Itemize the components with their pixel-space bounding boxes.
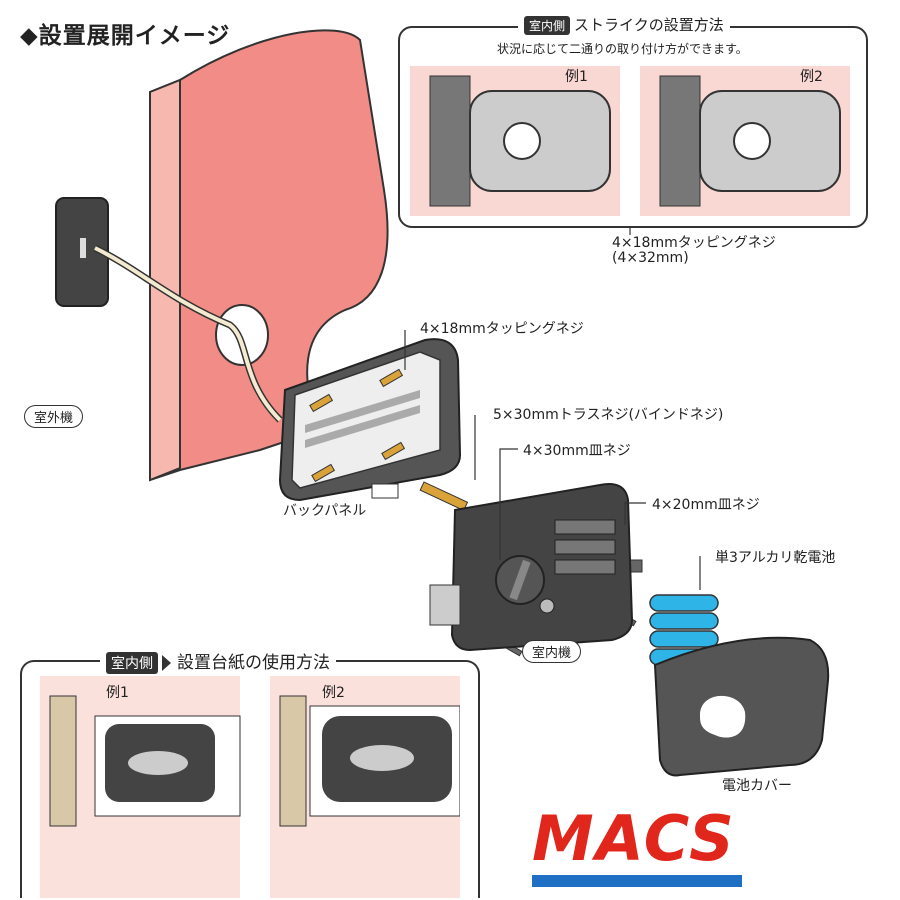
strike-panel-header: 室内側ストライクの設置方法 — [518, 14, 730, 35]
indoor-unit-label: 室内機 — [522, 640, 582, 663]
strike-example-1-label: 例1 — [565, 69, 588, 85]
outdoor-unit-illustration — [55, 197, 283, 423]
back-panel-label: バックパネル — [283, 503, 367, 519]
outdoor-unit-label: 室外機 — [24, 405, 84, 428]
flat-screw-20-label: 4×20mm皿ネジ — [652, 497, 760, 513]
battery-label: 単3アルカリ乾電池 — [715, 550, 836, 566]
truss-screw-label: 5×30mmトラスネジ(バインドネジ) — [493, 407, 724, 423]
strike-panel-heading: ストライクの設置方法 — [574, 16, 724, 34]
strike-panel: 例1 例2 — [398, 26, 868, 228]
battery-cover-label: 電池カバー — [722, 778, 792, 794]
flat-screw-30-label: 4×30mm皿ネジ — [523, 443, 631, 459]
strike-panel-tag: 室内側 — [524, 16, 571, 35]
template-panel-header: 室内側設置台紙の使用方法 — [100, 648, 336, 674]
template-example-1-label: 例1 — [106, 685, 129, 701]
back-panel-screw-label: 4×18mmタッピングネジ — [420, 321, 584, 337]
page-title: ◆設置展開イメージ — [20, 23, 231, 49]
template-panel: 例1 例2 — [20, 660, 480, 898]
indoor-unit-illustration — [429, 483, 634, 652]
strike-panel-subtitle: 状況に応じて二通りの取り付け方ができます。 — [497, 42, 748, 56]
template-panel-tag: 室内側 — [106, 652, 158, 674]
back-panel-illustration — [278, 338, 462, 502]
arrow-icon — [162, 655, 171, 671]
strike-screw-label: 4×18mmタッピングネジ — [612, 235, 776, 251]
strike-example-drawing — [410, 66, 850, 216]
strike-screw-alt-label: (4×32mm) — [612, 250, 689, 266]
macs-logo: MACS — [532, 802, 736, 875]
battery-cover-illustration — [653, 636, 830, 777]
template-example-drawing — [40, 676, 460, 898]
strike-example-2-label: 例2 — [800, 69, 823, 85]
template-panel-heading: 設置台紙の使用方法 — [177, 653, 330, 673]
template-example-2-label: 例2 — [322, 685, 345, 701]
